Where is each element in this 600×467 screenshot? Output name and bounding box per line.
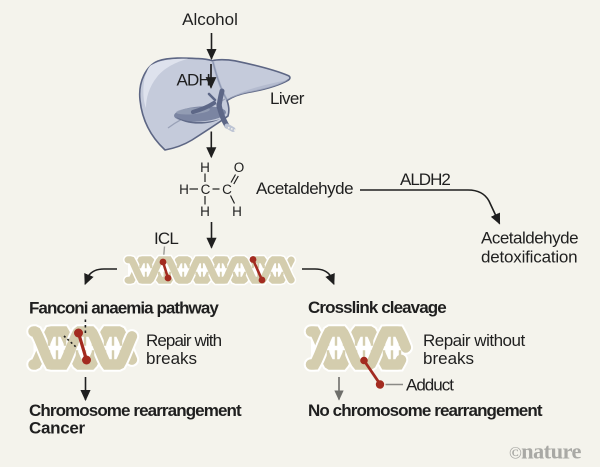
- svg-text:©nature: ©nature: [509, 439, 581, 464]
- svg-text:ALDH2: ALDH2: [400, 170, 450, 189]
- svg-text:Chromosome rearrangement: Chromosome rearrangement: [29, 401, 242, 420]
- svg-text:Adduct: Adduct: [406, 376, 454, 395]
- svg-text:ICL: ICL: [154, 229, 178, 248]
- svg-text:Acetaldehyde: Acetaldehyde: [481, 229, 578, 248]
- svg-text:Repair with: Repair with: [146, 331, 222, 350]
- svg-text:H: H: [179, 182, 189, 197]
- svg-text:breaks: breaks: [423, 349, 474, 368]
- svg-text:Crosslink cleavage: Crosslink cleavage: [308, 298, 446, 317]
- svg-text:ADH: ADH: [177, 71, 211, 90]
- svg-text:Acetaldehyde: Acetaldehyde: [256, 179, 353, 198]
- svg-text:O: O: [234, 160, 245, 175]
- svg-text:H: H: [232, 204, 242, 219]
- svg-text:detoxification: detoxification: [481, 248, 577, 267]
- svg-text:breaks: breaks: [146, 349, 197, 368]
- svg-text:Fanconi anaemia pathway: Fanconi anaemia pathway: [29, 299, 219, 318]
- svg-text:C: C: [222, 182, 232, 197]
- svg-text:H: H: [200, 204, 210, 219]
- svg-text:H: H: [200, 160, 210, 175]
- svg-text:Liver: Liver: [270, 89, 305, 108]
- svg-text:C: C: [201, 182, 211, 197]
- svg-text:Alcohol: Alcohol: [182, 10, 238, 29]
- svg-text:Cancer: Cancer: [29, 419, 86, 438]
- svg-text:Repair without: Repair without: [423, 331, 525, 350]
- svg-text:No chromosome rearrangement: No chromosome rearrangement: [308, 401, 543, 420]
